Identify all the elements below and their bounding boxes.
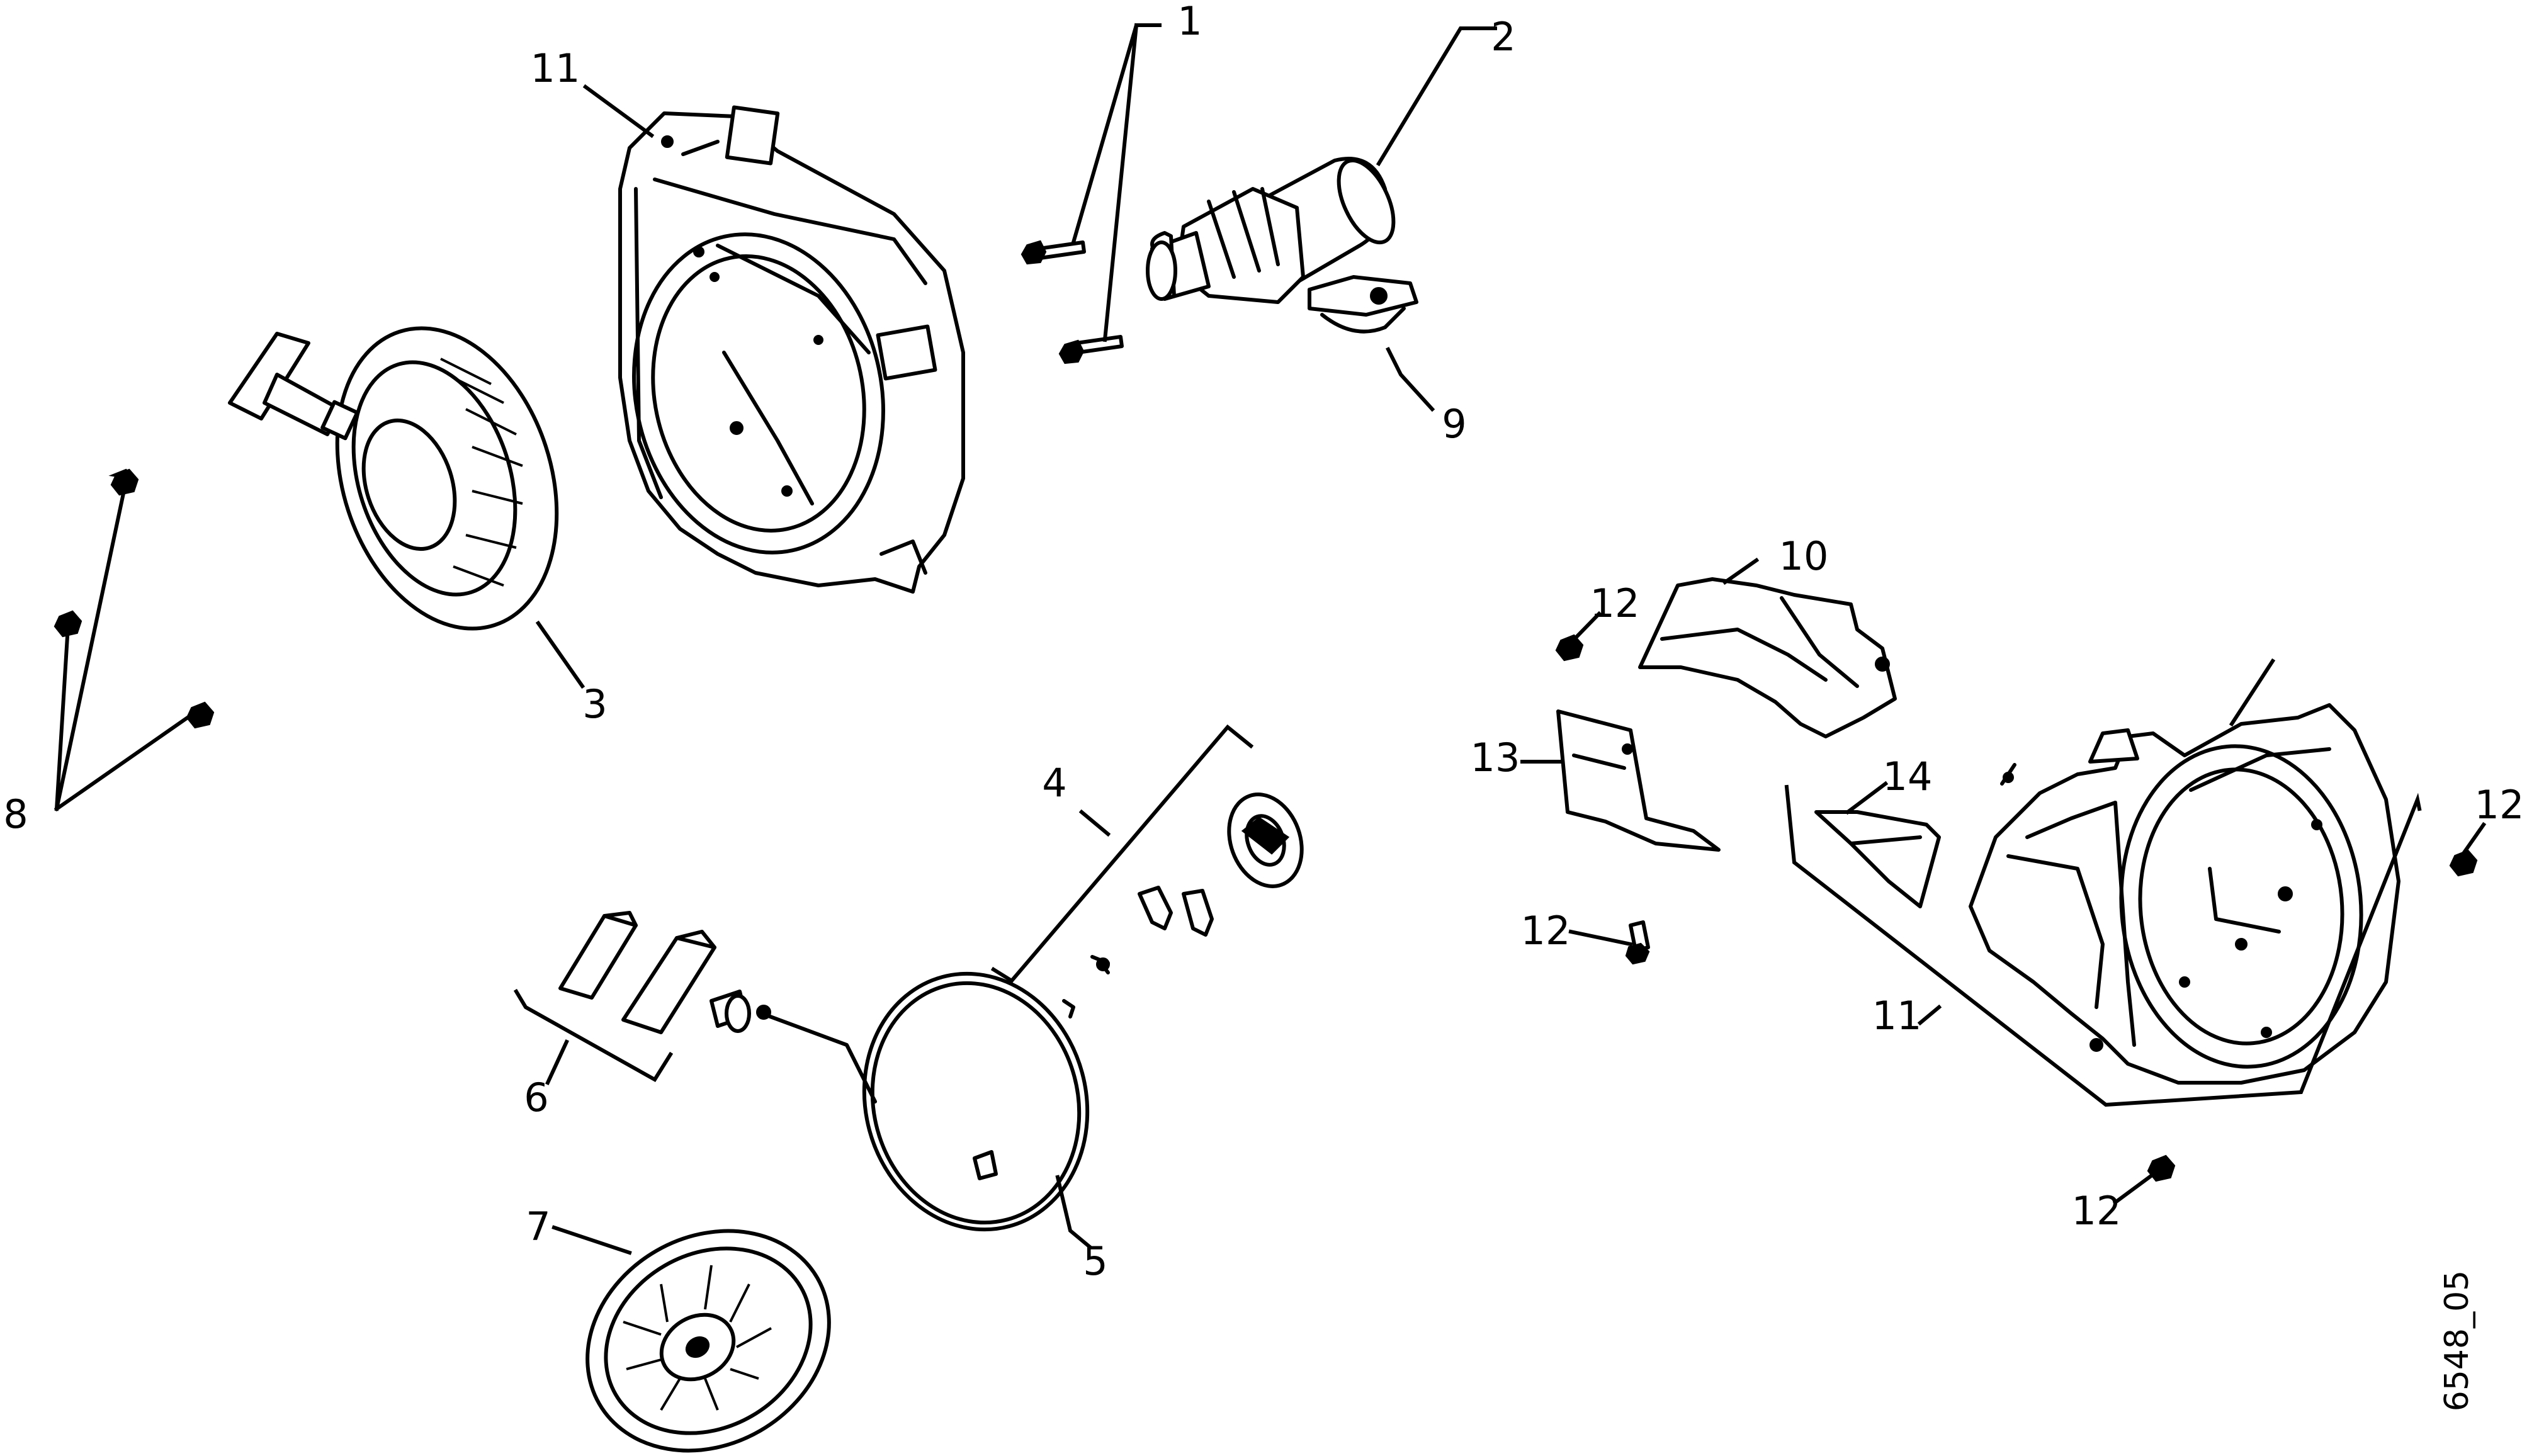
blower-housing-part: [618, 105, 965, 594]
callout-2: 2: [1491, 14, 1515, 60]
callout-11-upper: 11: [531, 45, 580, 91]
bolt-parts: [1021, 240, 1124, 364]
handle-parts: [558, 911, 751, 1034]
callout-12-a: 12: [1590, 580, 1640, 626]
ratchet-assembly-part: [1062, 793, 1304, 1019]
callout-13: 13: [1471, 735, 1520, 781]
callout-6: 6: [524, 1075, 548, 1120]
callout-14: 14: [1883, 753, 1933, 799]
callout-3: 3: [582, 681, 607, 727]
drawing-code: 6548_05: [2438, 1270, 2476, 1412]
deflector-part: [1814, 810, 1941, 908]
callout-1: 1: [1177, 0, 1202, 44]
panel-part: [1556, 709, 1721, 852]
housing-assembly-part: [1969, 703, 2400, 1085]
callout-12-c: 12: [2475, 782, 2522, 828]
callout-7: 7: [526, 1204, 550, 1250]
starter-motor-part: [1146, 157, 1418, 334]
callout-4: 4: [1042, 760, 1066, 806]
leader-lines: [54, 23, 2487, 1255]
rope-spring-part: [756, 971, 1090, 1232]
callout-12-d: 12: [2072, 1188, 2122, 1234]
callout-labels: 1 2 3 4 5 6 7 8 9 10 11 11 12 12 12 12 1…: [3, 0, 2522, 1411]
small-bolt-parts: [1555, 634, 2478, 1182]
callout-10: 10: [1779, 533, 1829, 579]
nut-parts: [54, 468, 215, 729]
callout-12-b: 12: [1521, 908, 1571, 954]
callout-8: 8: [3, 791, 28, 837]
guard-part: [1638, 577, 1897, 738]
recoil-starter-part: [228, 326, 559, 631]
callout-9: 9: [1442, 401, 1466, 447]
pulley-part: [585, 1229, 831, 1453]
callout-5: 5: [1083, 1238, 1107, 1284]
callout-11-lower: 11: [1872, 993, 1922, 1039]
